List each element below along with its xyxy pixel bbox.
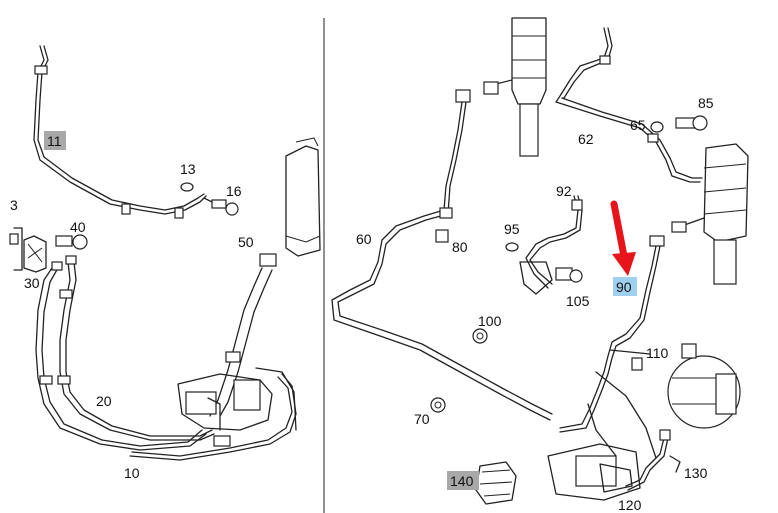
label-85[interactable]: 85	[698, 95, 714, 111]
front-strut	[483, 17, 547, 157]
label-105[interactable]: 105	[566, 293, 590, 309]
part-50-hose[interactable]	[209, 253, 277, 417]
label-20[interactable]: 20	[96, 393, 112, 409]
rear-strut	[671, 143, 749, 285]
label-70[interactable]: 70	[414, 411, 430, 427]
part-40-fitting[interactable]	[55, 234, 88, 250]
left-pump-block	[177, 367, 297, 431]
label-50[interactable]: 50	[238, 234, 254, 250]
accumulator-sphere	[667, 343, 741, 429]
label-11-highlight	[44, 131, 66, 150]
part-60-pipe[interactable]	[331, 89, 553, 421]
part-95-seal-ring[interactable]	[505, 242, 519, 252]
part-120-block[interactable]	[599, 463, 633, 493]
part-105-bolt[interactable]	[555, 267, 583, 283]
part-13-seal-ring[interactable]	[180, 182, 194, 192]
part-90-pipe[interactable]	[559, 235, 665, 433]
pointer-arrow-icon	[610, 200, 636, 276]
part-110-fitting[interactable]	[609, 349, 651, 371]
label-30[interactable]: 30	[24, 275, 40, 291]
label-100[interactable]: 100	[478, 313, 502, 329]
part-80-nut[interactable]	[435, 229, 449, 243]
label-130[interactable]: 130	[684, 465, 708, 481]
right-pump-block	[547, 371, 657, 501]
label-80[interactable]: 80	[452, 239, 468, 255]
label-65[interactable]: 65	[630, 117, 646, 133]
label-60[interactable]: 60	[356, 231, 372, 247]
part-100-grommet[interactable]	[472, 328, 488, 344]
part-70-grommet[interactable]	[430, 397, 446, 413]
part-11-pipe[interactable]	[33, 45, 207, 219]
label-16[interactable]: 16	[226, 183, 242, 199]
part-92-pipe[interactable]	[525, 195, 583, 289]
label-92[interactable]: 92	[556, 183, 572, 199]
part-20-lines[interactable]	[35, 255, 215, 451]
label-40[interactable]: 40	[70, 219, 86, 235]
label-110[interactable]: 110	[646, 345, 669, 361]
label-11[interactable]: 11	[47, 133, 62, 149]
label-90-highlight	[613, 277, 637, 296]
label-140[interactable]: 140	[450, 473, 474, 489]
label-62[interactable]: 62	[578, 131, 594, 147]
part-65-seal-ring[interactable]	[650, 121, 664, 133]
label-120[interactable]: 120	[618, 497, 642, 513]
part-130-pipe[interactable]	[625, 429, 681, 491]
label-90[interactable]: 90	[616, 279, 632, 295]
left-reservoir	[285, 137, 321, 257]
label-95[interactable]: 95	[504, 221, 520, 237]
part-10-pipe[interactable]	[129, 373, 297, 461]
bracket-clip	[519, 261, 553, 295]
part-140-gear[interactable]	[475, 461, 517, 505]
part-30-bracket[interactable]	[9, 227, 47, 273]
label-10[interactable]: 10	[124, 465, 140, 481]
part-85-bolt[interactable]	[675, 115, 708, 131]
part-62-pipe[interactable]	[555, 27, 703, 183]
label-13[interactable]: 13	[180, 161, 196, 177]
label-3: 3	[10, 197, 18, 213]
part-16-bolt[interactable]	[203, 197, 239, 216]
label-140-highlight	[447, 471, 479, 490]
